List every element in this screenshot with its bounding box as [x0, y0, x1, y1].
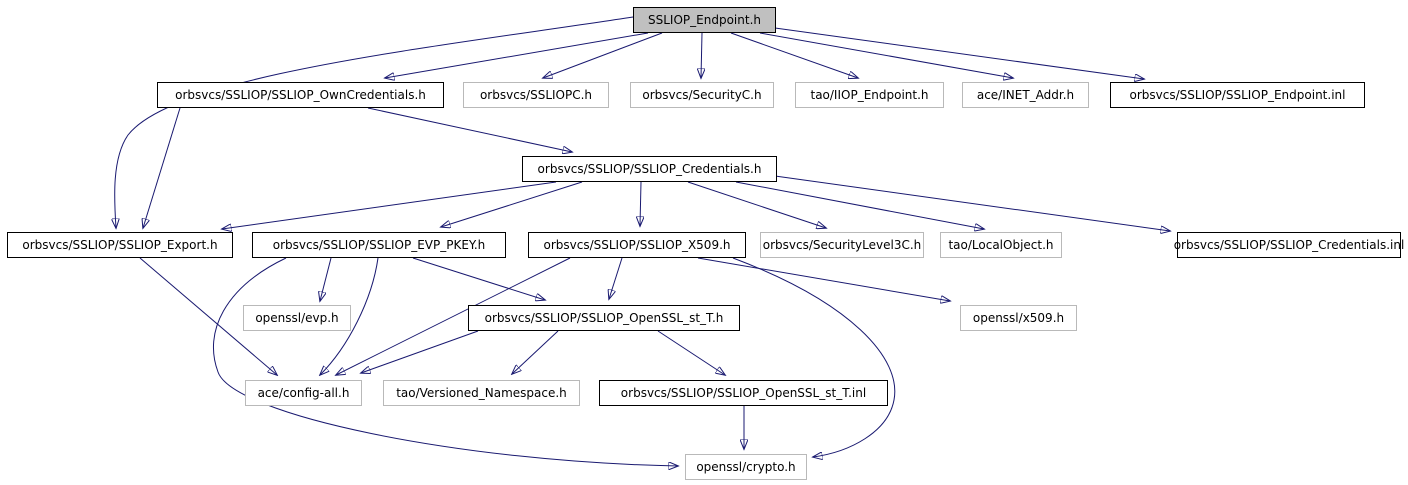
edge-root-ssliopc: [543, 32, 663, 78]
node-versioned-namespace-h: tao/Versioned_Namespace.h: [383, 380, 580, 406]
edge-root-inet: [759, 32, 1013, 78]
node-inet-addr-h: ace/INET_Addr.h: [962, 82, 1089, 108]
edge-cred-local: [735, 181, 984, 229]
node-ace-config-all-h: ace/config-all.h: [245, 380, 362, 406]
edge-root-ep-inl: [774, 27, 1144, 79]
edge-root-own: [385, 32, 649, 78]
edge-cred-sl3c: [687, 181, 826, 228]
edge-stt-vns: [512, 330, 559, 374]
edge-pkey-stt: [412, 257, 545, 300]
edge-x509-config: [336, 257, 571, 375]
node-ssliop-openssl-st-t-inl[interactable]: orbsvcs/SSLIOP/SSLIOP_OpenSSL_st_T.inl: [599, 380, 888, 406]
node-ssliop-export-h[interactable]: orbsvcs/SSLIOP/SSLIOP_Export.h: [7, 232, 233, 258]
node-securitylevel3c-h: orbsvcs/SecurityLevel3C.h: [760, 232, 924, 258]
edge-x509-x509h: [697, 257, 950, 301]
edge-stt-stt-inl: [657, 330, 725, 375]
edge-pkey-evp: [320, 257, 332, 301]
edge-cred-export: [222, 181, 557, 229]
node-openssl-evp-h: openssl/evp.h: [243, 305, 351, 331]
edge-root-securityc: [701, 32, 702, 78]
node-openssl-x509-h: openssl/x509.h: [960, 305, 1077, 331]
edge-root-iiop: [730, 32, 858, 78]
node-iiop-endpoint-h: tao/IIOP_Endpoint.h: [795, 82, 944, 108]
node-ssliop-evp-pkey-h[interactable]: orbsvcs/SSLIOP/SSLIOP_EVP_PKEY.h: [252, 232, 506, 258]
edge-x509-stt: [609, 257, 623, 299]
node-ssliop-credentials-inl[interactable]: orbsvcs/SSLIOP/SSLIOP_Credentials.inl: [1174, 232, 1404, 258]
edge-export-config: [139, 257, 277, 375]
edge-pkey-crypto: [213, 257, 678, 466]
node-ssliop-owncredentials-h[interactable]: orbsvcs/SSLIOP/SSLIOP_OwnCredentials.h: [157, 82, 444, 108]
edge-own-export: [143, 107, 181, 228]
edge-cred-pkey: [441, 181, 583, 227]
edge-stt-config: [361, 330, 479, 373]
node-ssliop-endpoint-inl[interactable]: orbsvcs/SSLIOP/SSLIOP_Endpoint.inl: [1110, 82, 1365, 108]
edge-cred-cred-inl: [774, 175, 1170, 231]
edge-cred-x509: [640, 181, 641, 226]
node-ssliop-credentials-h[interactable]: orbsvcs/SSLIOP/SSLIOP_Credentials.h: [522, 156, 777, 182]
node-securityc-h: orbsvcs/SecurityC.h: [630, 82, 774, 108]
node-ssliop-x509-h[interactable]: orbsvcs/SSLIOP/SSLIOP_X509.h: [528, 232, 746, 258]
edge-own-cred: [367, 107, 572, 152]
edge-x509-crypto: [732, 257, 896, 457]
node-openssl-crypto-h: openssl/crypto.h: [685, 454, 807, 480]
node-ssliop-openssl-st-t-h[interactable]: orbsvcs/SSLIOP/SSLIOP_OpenSSL_st_T.h: [468, 305, 740, 331]
node-localobject-h: tao/LocalObject.h: [940, 232, 1062, 258]
node-ssliop-endpoint-h: SSLIOP_Endpoint.h: [633, 7, 776, 33]
edge-pkey-config: [320, 257, 379, 375]
node-ssliopc-h: orbsvcs/SSLIOPC.h: [463, 82, 609, 108]
